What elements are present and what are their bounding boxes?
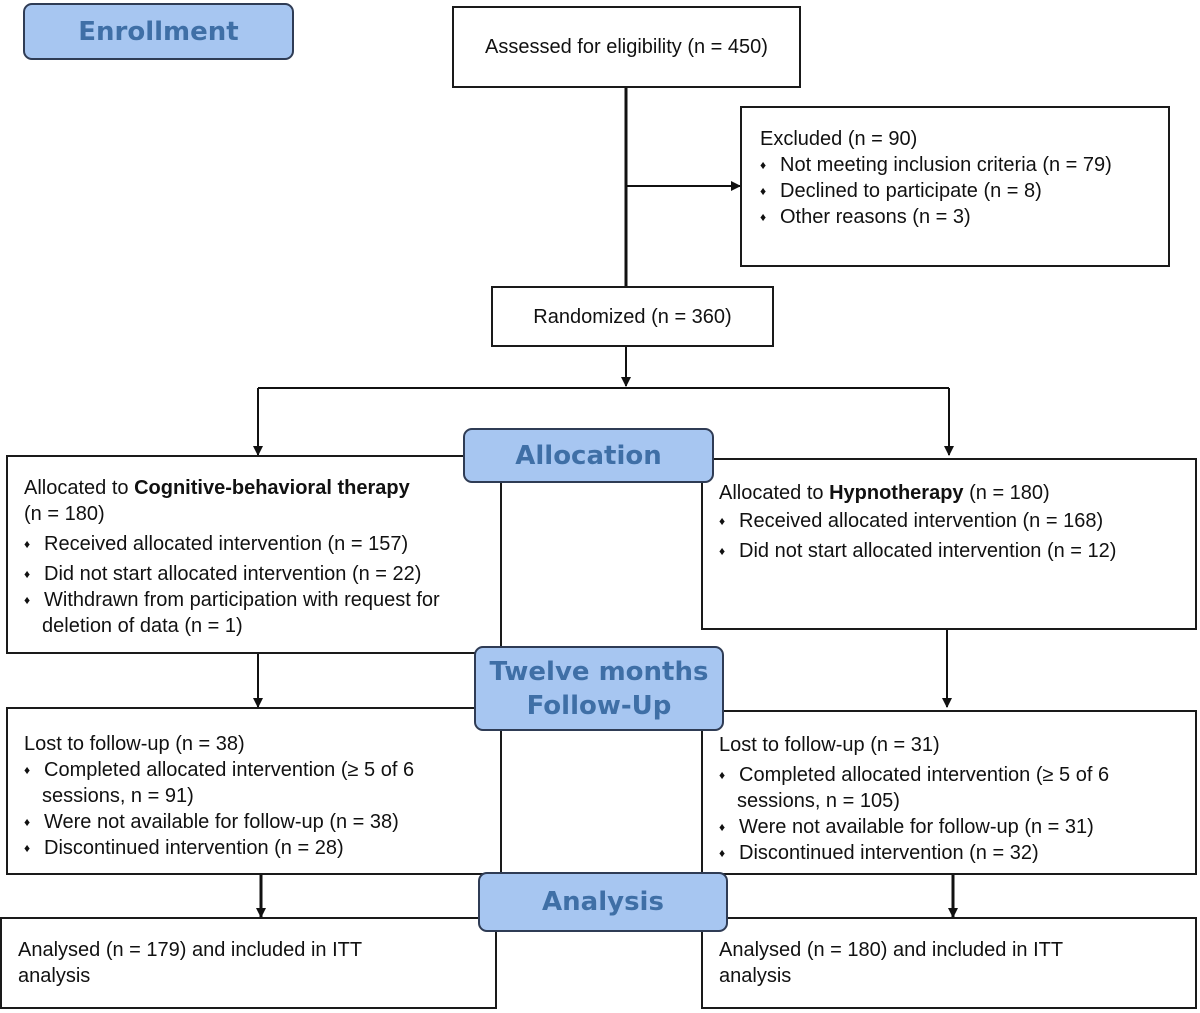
left-arm-name: Cognitive-behavioral therapy: [134, 477, 410, 499]
excluded-item: ♦Declined to participate (n = 8): [760, 180, 1042, 202]
right-allocation-title: Allocated to Hypnotherapy (n = 180): [719, 482, 1050, 504]
excluded-item: ♦Other reasons (n = 3): [760, 206, 971, 228]
left-analysis-line2: analysis: [18, 965, 91, 987]
left-allocation-box: Allocated to Cognitive-behavioral therap…: [6, 455, 502, 654]
right-followup-title: Lost to follow-up (n = 31): [719, 734, 940, 756]
right-allocation-box: Allocated to Hypnotherapy (n = 180) ♦Rec…: [701, 458, 1197, 630]
left-allocation-title: Allocated to Cognitive-behavioral therap…: [24, 477, 410, 499]
right-followup-item: ♦Discontinued intervention (n = 32): [719, 842, 1039, 864]
randomized-box: Randomized (n = 360): [491, 286, 774, 347]
right-followup-item-cont: sessions, n = 105): [737, 790, 900, 812]
right-analysis-line2: analysis: [719, 965, 792, 987]
excluded-title: Excluded (n = 90): [760, 128, 918, 150]
left-analysis-box: Analysed (n = 179) and included in ITT a…: [0, 917, 497, 1009]
left-followup-item: ♦Discontinued intervention (n = 28): [24, 837, 344, 859]
stage-followup: Twelve months Follow-Up: [474, 646, 724, 731]
randomized-label: Randomized (n = 360): [533, 305, 732, 328]
stage-analysis: Analysis: [478, 872, 728, 932]
left-followup-item: ♦Were not available for follow-up (n = 3…: [24, 811, 399, 833]
right-arm-name: Hypnotherapy: [829, 482, 964, 504]
stage-enrollment: Enrollment: [23, 3, 294, 60]
left-allocation-item: ♦Received allocated intervention (n = 15…: [24, 533, 409, 555]
left-followup-title: Lost to follow-up (n = 38): [24, 733, 245, 755]
left-allocation-item-cont: deletion of data (n = 1): [42, 615, 243, 637]
left-followup-box: Lost to follow-up (n = 38) ♦Completed al…: [6, 707, 502, 875]
left-followup-item-cont: sessions, n = 91): [42, 785, 194, 807]
right-allocation-item: ♦Received allocated intervention (n = 16…: [719, 510, 1104, 532]
right-analysis-line1: Analysed (n = 180) and included in ITT: [719, 939, 1064, 961]
right-followup-box: Lost to follow-up (n = 31) ♦Completed al…: [701, 710, 1197, 875]
assessed-box: Assessed for eligibility (n = 450): [452, 6, 801, 88]
left-allocation-n: (n = 180): [24, 503, 105, 525]
right-followup-item: ♦Completed allocated intervention (≥ 5 o…: [719, 764, 1110, 786]
stage-allocation: Allocation: [463, 428, 714, 483]
excluded-item: ♦Not meeting inclusion criteria (n = 79): [760, 154, 1112, 176]
assessed-label: Assessed for eligibility (n = 450): [485, 36, 768, 58]
left-allocation-item: ♦Withdrawn from participation with reque…: [24, 589, 440, 611]
left-analysis-line1: Analysed (n = 179) and included in ITT: [18, 939, 363, 961]
left-allocation-item: ♦Did not start allocated intervention (n…: [24, 563, 422, 585]
right-analysis-box: Analysed (n = 180) and included in ITT a…: [701, 917, 1197, 1009]
excluded-box: Excluded (n = 90) ♦Not meeting inclusion…: [740, 106, 1170, 267]
right-followup-item: ♦Were not available for follow-up (n = 3…: [719, 816, 1094, 838]
left-followup-item: ♦Completed allocated intervention (≥ 5 o…: [24, 759, 415, 781]
right-allocation-item: ♦Did not start allocated intervention (n…: [719, 540, 1117, 562]
